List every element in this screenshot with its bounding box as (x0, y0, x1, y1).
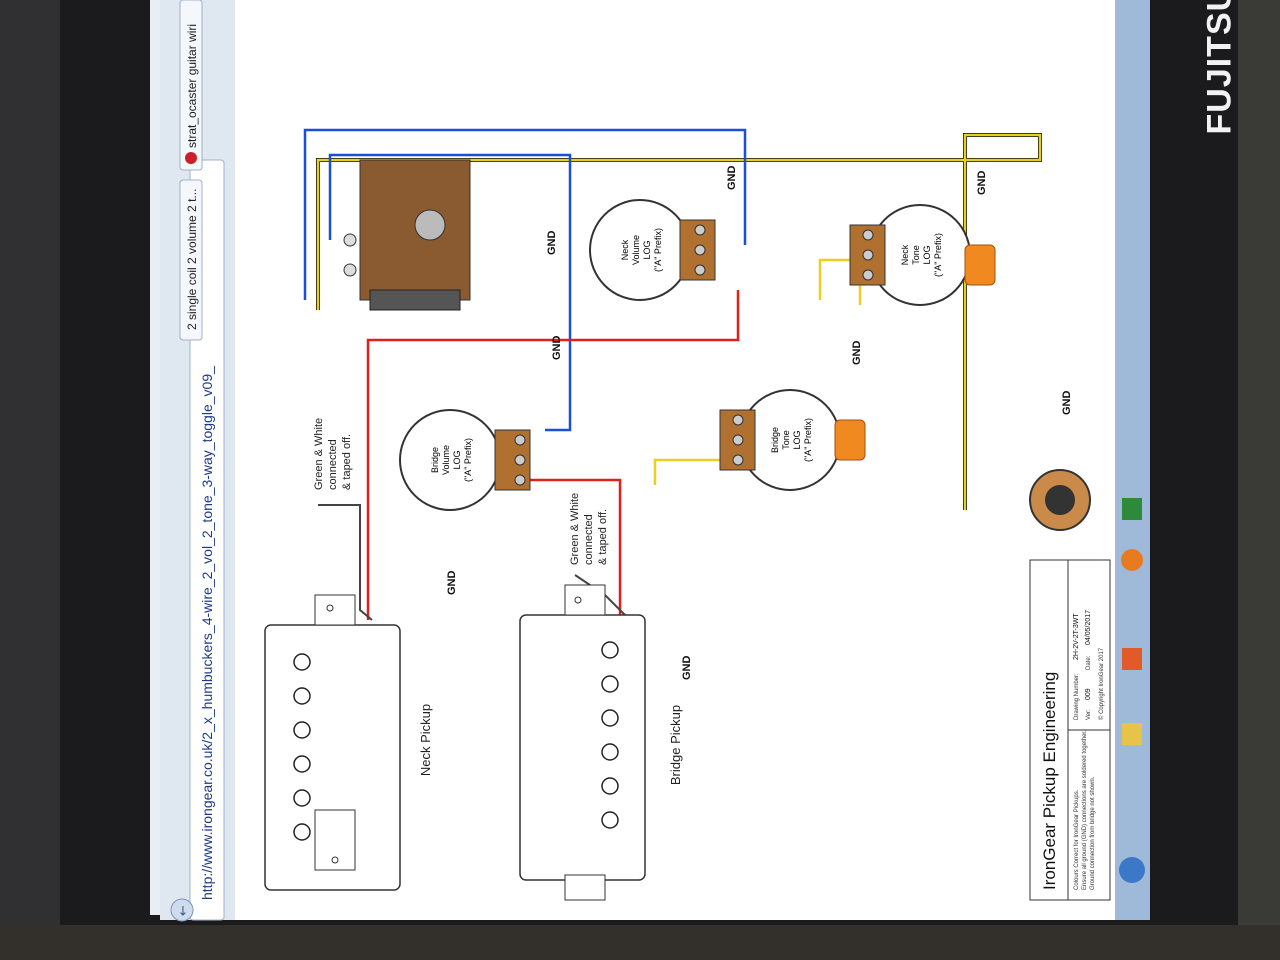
yellow-wire (316, 133, 1042, 510)
svg-text:LOG: LOG (642, 240, 652, 259)
neck-volume-pot: Neck Volume LOG ("A" Prefix) (589, 199, 716, 301)
title-note-3: Ground connection from bridge not shown. (1090, 776, 1096, 890)
title-note-2: Ensure all ground (GND) connections are … (1082, 730, 1088, 890)
address-bar[interactable] (189, 159, 225, 921)
svg-text:Neck: Neck (900, 244, 910, 265)
svg-text:Volume: Volume (631, 235, 641, 265)
bezel-edge (0, 0, 60, 960)
svg-text:("A" Prefix): ("A" Prefix) (803, 418, 813, 462)
blue-wire-neck (303, 128, 747, 300)
title-note-1: Colours Correct for IronGear Pickups. (1074, 789, 1080, 890)
desk-right (1238, 0, 1280, 960)
svg-text:connected: connected (583, 514, 595, 565)
svg-text:GND: GND (726, 166, 738, 191)
neck-pickup-note: Green & White connected & taped off. (313, 418, 353, 490)
media-icon[interactable] (1122, 648, 1142, 670)
svg-text:LOG: LOG (792, 430, 802, 449)
svg-text:("A" Prefix): ("A" Prefix) (653, 228, 663, 272)
pinterest-icon (185, 152, 197, 164)
date-label: Date: (1086, 655, 1092, 670)
red-wire-bridge (530, 478, 622, 620)
svg-text:GND: GND (546, 231, 558, 256)
bridge-pickup-label: Bridge Pickup (668, 705, 683, 785)
neck-pickup (264, 594, 401, 891)
ver-label: Ver: (1086, 709, 1092, 720)
svg-text:Bridge: Bridge (430, 447, 440, 473)
svg-text:Green & White: Green & White (313, 418, 325, 490)
svg-text:LOG: LOG (922, 245, 932, 264)
bridge-tone-pot: Bridge Tone LOG ("A" Prefix) (719, 389, 866, 491)
address-text: http://www.irongear.co.uk/2_x_humbuckers… (199, 366, 215, 900)
bridge-pickup (519, 584, 646, 901)
svg-text:Tone: Tone (781, 430, 791, 450)
svg-text:Volume: Volume (441, 445, 451, 475)
svg-text:GND: GND (551, 336, 563, 361)
svg-text:connected: connected (327, 439, 339, 490)
drawing-number-label: Drawing Number: (1074, 673, 1080, 720)
back-button[interactable] (170, 898, 194, 922)
svg-text:GND: GND (1061, 391, 1073, 416)
svg-text:& taped off.: & taped off. (597, 509, 609, 565)
gnd-labels: GND GND GND GND GND GND GND GND (446, 166, 1073, 681)
tab-2[interactable] (179, 0, 203, 171)
neck-tone-pot: Neck Tone LOG ("A" Prefix) (849, 204, 996, 306)
svg-text:("A" Prefix): ("A" Prefix) (933, 233, 943, 277)
folder-icon[interactable] (1122, 723, 1142, 745)
svg-text:GND: GND (976, 171, 988, 196)
firefox-icon[interactable] (1121, 549, 1143, 571)
bridge-pickup-note: Green & White connected & taped off. (569, 493, 609, 565)
title-company: IronGear Pickup Engineering (1040, 672, 1059, 890)
svg-text:GND: GND (851, 341, 863, 366)
svg-text:Bridge: Bridge (770, 427, 780, 453)
bridge-volume-pot: Bridge Volume LOG ("A" Prefix) (399, 409, 531, 511)
svg-text:Neck: Neck (620, 239, 630, 260)
svg-text:LOG: LOG (452, 450, 462, 469)
svg-text:Tone: Tone (911, 245, 921, 265)
tab-1-label: 2 single coil 2 volume 2 t... (185, 189, 199, 330)
start-button[interactable] (1119, 857, 1145, 883)
desk-bottom (0, 925, 1280, 960)
title-block: IronGear Pickup Engineering Colours Corr… (1029, 559, 1111, 901)
svg-text:Green & White: Green & White (569, 493, 581, 565)
three-way-toggle-switch (343, 159, 471, 311)
red-wire-neck (366, 290, 740, 620)
date-value: 04/05/2017 (1085, 610, 1092, 645)
bridge-tone-capacitor (834, 419, 866, 461)
svg-text:GND: GND (681, 656, 693, 681)
excel-icon[interactable] (1122, 498, 1142, 520)
drawing-number: 2H-2V-2T-3WT (1073, 613, 1080, 660)
tab-2-label: strat_ocaster guitar wiri (185, 24, 199, 148)
ver-value: 009 (1085, 688, 1092, 700)
svg-text:GND: GND (446, 571, 458, 596)
neck-tone-capacitor (964, 244, 996, 286)
svg-text:& taped off.: & taped off. (341, 434, 353, 490)
neck-green-white-lead (318, 504, 373, 621)
svg-text:("A" Prefix): ("A" Prefix) (463, 438, 473, 482)
back-arrow-icon: ← (176, 905, 191, 916)
tab-1[interactable] (179, 179, 203, 341)
taskbar (1115, 0, 1150, 920)
output-jack (1029, 469, 1091, 531)
neck-pickup-label: Neck Pickup (418, 704, 433, 776)
copyright: © Copyright IronGear 2017 (1098, 647, 1105, 720)
blue-wire-bridge (328, 153, 572, 432)
